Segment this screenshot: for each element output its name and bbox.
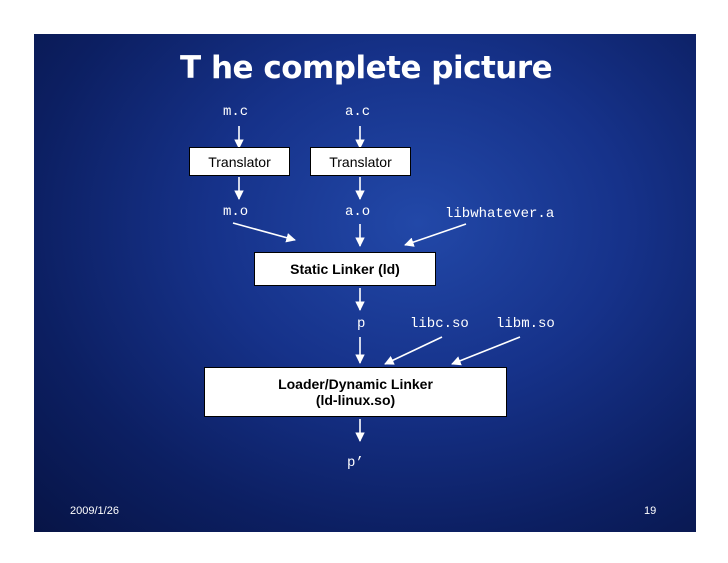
slide-title: T he complete picture (180, 50, 553, 86)
library-libwhatever: libwhatever.a (445, 206, 555, 222)
output-p-prime: p’ (347, 455, 364, 471)
arrow-connectors (232, 126, 521, 442)
slide: T he complete picture m.c a.c Translator… (34, 34, 696, 532)
arrow-lib-ld (404, 223, 467, 247)
program-p: p (357, 316, 366, 332)
object-m-o: m.o (223, 204, 249, 220)
loader-box: Loader/Dynamic Linker (ld-linux.so) (204, 367, 507, 417)
loader-label-line1: Loader/Dynamic Linker (278, 376, 433, 392)
arrow-libc-loader (384, 336, 443, 365)
static-linker-label: Static Linker (ld) (290, 261, 400, 277)
object-a-o: a.o (345, 204, 371, 220)
loader-label-line2: (ld-linux.so) (315, 392, 396, 408)
source-a-c: a.c (345, 104, 371, 120)
footer-date: 2009/1/26 (70, 505, 119, 517)
page-number: 19 (644, 505, 657, 517)
library-libm: libm.so (496, 316, 555, 332)
translator-right-label: Translator (329, 153, 392, 170)
translator-box-left: Translator (189, 147, 290, 176)
arrow-libm-loader (451, 336, 521, 366)
arrow-mo-ld (232, 222, 296, 243)
library-libc: libc.so (410, 316, 469, 332)
translator-left-label: Translator (208, 153, 271, 170)
source-m-c: m.c (223, 104, 249, 120)
static-linker-box: Static Linker (ld) (254, 252, 436, 286)
translator-box-right: Translator (310, 147, 411, 176)
